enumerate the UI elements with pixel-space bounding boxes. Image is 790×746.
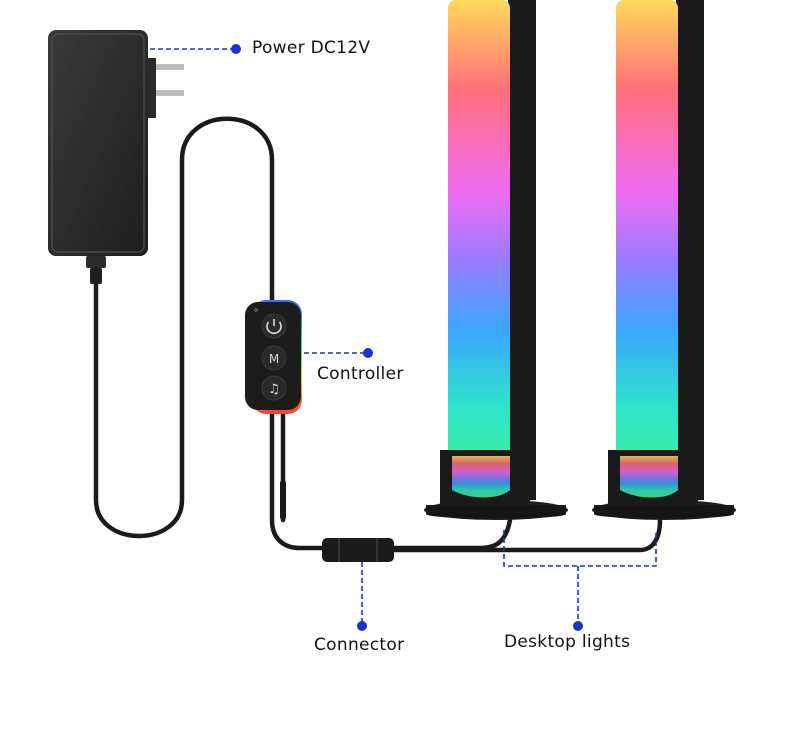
sensor-tip (280, 480, 286, 520)
controller-device: M ♫ (245, 300, 302, 414)
controller-callout-dot (363, 348, 373, 358)
mic-hole-icon (254, 308, 258, 312)
music-button-icon (261, 375, 287, 401)
connector-device (322, 538, 394, 562)
connector-to-right-light-cable (391, 517, 663, 553)
adapter-cable (93, 116, 275, 539)
cables (93, 116, 663, 553)
desktop-lights-label: Desktop lights (504, 632, 631, 652)
adapter-prong-bottom (156, 90, 184, 96)
music-note-icon: ♫ (268, 382, 280, 397)
callout-dots (231, 44, 583, 631)
desktop-callout-dot (573, 621, 583, 631)
mode-button-label: M (269, 352, 279, 366)
desktop-light-right (592, 0, 736, 520)
controller-label: Controller (317, 364, 404, 384)
mode-button-icon (261, 345, 287, 371)
controller-cable (269, 409, 333, 551)
callouts (150, 48, 657, 626)
connector-callout-dot (357, 621, 367, 631)
connector-label: Connector (314, 635, 405, 655)
connector-to-lights-cable (391, 517, 513, 551)
power-label: Power DC12V (252, 38, 371, 58)
power-callout-dot (231, 44, 241, 54)
desktop-light-left (424, 0, 568, 520)
power-adapter (48, 30, 184, 284)
adapter-prong-top (156, 64, 184, 70)
desktop-callout-bracket (503, 530, 657, 567)
